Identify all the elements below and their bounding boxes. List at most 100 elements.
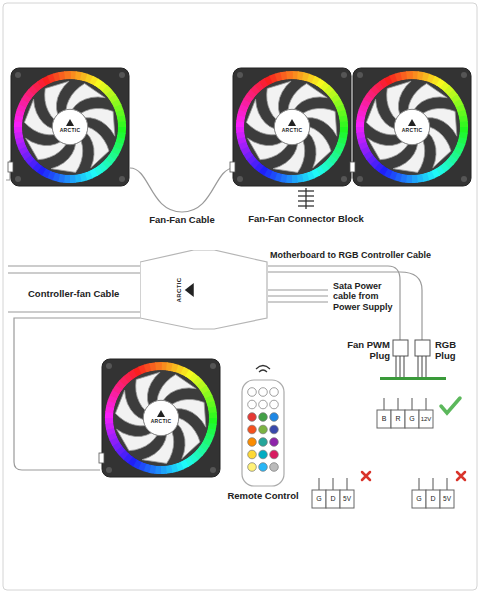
rgb-ring	[119, 111, 121, 117]
rgb-ring	[134, 463, 140, 466]
rgb-ring	[291, 175, 297, 184]
part-label: Fan-Fan Cable	[140, 215, 224, 226]
remote-button	[259, 438, 268, 447]
rgb-ring	[119, 383, 123, 388]
pin-name: R	[391, 410, 405, 428]
rgb-ring	[166, 366, 172, 367]
fan-blade	[178, 418, 200, 459]
rgb-ring	[210, 402, 212, 408]
rgb-ring	[437, 169, 442, 172]
rgb-ring	[370, 157, 374, 162]
rgb-ring	[339, 143, 341, 149]
rgb-ring	[327, 88, 331, 92]
fan-bore	[113, 370, 209, 466]
fan-connector	[8, 162, 13, 172]
rgb-ring	[105, 417, 114, 423]
rgb-ring	[20, 142, 22, 148]
rgb-fan	[350, 68, 471, 186]
rgb-ring	[360, 115, 361, 121]
mount-hole	[15, 72, 21, 78]
fan-bore	[22, 79, 118, 175]
cable	[8, 311, 140, 312]
rgb-ring	[187, 373, 192, 376]
rgb-ring	[91, 80, 97, 83]
rgb-ring	[261, 169, 266, 172]
rgb-ring	[297, 75, 303, 76]
rgb-ring	[208, 397, 210, 403]
brand-logo: ARCTIC	[56, 128, 84, 134]
rgb-ring	[236, 126, 245, 132]
rgb-ring	[48, 174, 54, 176]
mount-hole	[106, 363, 112, 369]
mount-hole	[461, 72, 467, 78]
mount-hole	[461, 176, 467, 182]
rgb-ring	[337, 101, 340, 107]
rgb-ring	[210, 429, 212, 435]
cross-mark	[457, 472, 465, 480]
rgb-ring	[31, 161, 35, 165]
brand-logo: ARCTIC	[176, 277, 182, 302]
mount-hole	[341, 72, 347, 78]
cable	[8, 272, 140, 273]
rgb-ring	[308, 78, 314, 80]
rgb-ring	[186, 460, 191, 463]
arctic-logo	[185, 283, 194, 297]
rgb-ring	[104, 162, 108, 166]
arctic-logo	[408, 119, 416, 126]
remote-button	[259, 413, 268, 422]
rgb-ring	[334, 96, 337, 101]
controller-outline	[140, 250, 268, 330]
fan-frame	[11, 68, 129, 186]
rgb-ring	[25, 96, 28, 101]
rgb-ring	[411, 175, 417, 184]
rgb-ring	[245, 100, 248, 106]
mount-hole	[341, 176, 347, 182]
rgb-cable	[268, 272, 422, 340]
remote-control	[242, 366, 284, 487]
rgb-ring	[460, 122, 469, 128]
part-label: Fan-Fan Connector Block	[240, 214, 372, 225]
rgb-ring	[119, 448, 123, 453]
arctic-logo	[157, 410, 165, 417]
fan-blade	[288, 84, 327, 110]
rgb-ring	[206, 392, 209, 398]
rgb-ring	[385, 172, 391, 175]
controller-shape	[140, 250, 267, 329]
rgb-ring	[446, 162, 450, 166]
mount-hole	[357, 176, 363, 182]
fan-fan-cable	[130, 168, 234, 212]
rgb-ring	[172, 367, 178, 369]
rgb-ring	[114, 391, 117, 397]
rgb-ring	[139, 465, 145, 467]
fan-blade	[87, 127, 109, 168]
rgb-ring	[21, 105, 23, 111]
rgb-ring	[302, 176, 308, 178]
remote-button	[248, 438, 257, 447]
pwm-cable	[268, 266, 400, 340]
rgb-ring	[363, 105, 365, 111]
remote-button	[259, 425, 268, 434]
fan-bore	[364, 79, 460, 175]
fan-connector	[99, 453, 104, 463]
pin-name: D	[326, 490, 340, 508]
rgb-ring	[85, 174, 91, 176]
rgb-ring	[111, 433, 113, 439]
pin-name: G	[312, 490, 326, 508]
remote-button	[248, 463, 257, 472]
rgb-ring	[334, 153, 337, 158]
rgb-ring	[343, 132, 344, 138]
rgb-ring	[35, 85, 40, 89]
rgb-ring	[39, 169, 44, 172]
mount-hole	[119, 72, 125, 78]
rgb-ring	[250, 157, 254, 162]
rgb-ring	[330, 158, 334, 163]
remote-button	[248, 425, 257, 434]
rgb-ring	[44, 79, 50, 82]
rgb-ring	[247, 152, 250, 157]
rgb-ring	[395, 176, 401, 178]
pin-name: 5V	[340, 490, 354, 508]
rgb-ring	[140, 368, 146, 370]
fan-connector	[230, 162, 235, 172]
rgb-ring	[396, 76, 402, 78]
rgb-ring	[195, 453, 199, 457]
